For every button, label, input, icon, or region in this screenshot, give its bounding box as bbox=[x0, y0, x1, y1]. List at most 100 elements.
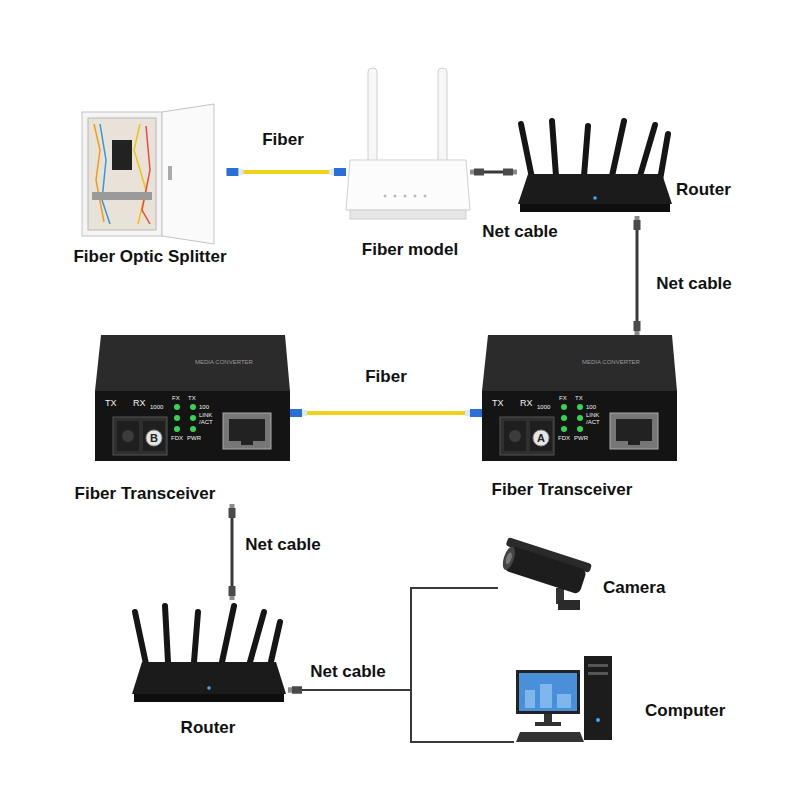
transceiver-a-part bbox=[482, 391, 677, 461]
cable-line bbox=[636, 216, 639, 335]
net-cable bbox=[470, 172, 517, 173]
transceiver-a-part bbox=[628, 439, 640, 445]
computer-part bbox=[516, 732, 584, 742]
transceiver-a-part bbox=[577, 404, 583, 410]
transceiver-b-part bbox=[143, 421, 165, 451]
router-bottom-part bbox=[250, 612, 264, 662]
splitter-cabinet-part bbox=[112, 140, 132, 170]
cable-label: Fiber bbox=[260, 130, 306, 150]
panel-print: PWR bbox=[187, 435, 201, 441]
panel-print: TX bbox=[492, 399, 504, 408]
device-node: Fiber Transceiver bbox=[75, 335, 290, 504]
transceiver-b-part bbox=[174, 415, 180, 421]
splitter-cabinet-part bbox=[82, 112, 162, 236]
computer-part bbox=[596, 718, 600, 722]
splitter-cabinet-part bbox=[168, 166, 172, 180]
router-bottom-part bbox=[207, 686, 211, 690]
camera bbox=[498, 537, 592, 610]
fiber-modem-part bbox=[414, 195, 417, 198]
router-bottom-part bbox=[132, 662, 286, 694]
computer-part bbox=[584, 656, 612, 740]
fiber-modem-part bbox=[368, 68, 377, 168]
panel-print: FDX bbox=[558, 435, 570, 441]
net-cable bbox=[288, 690, 514, 742]
panel-print: PWR bbox=[574, 435, 588, 441]
transceiver-a-part bbox=[500, 417, 554, 455]
router-bottom-part bbox=[270, 622, 280, 666]
transceiver-b-part bbox=[146, 430, 162, 446]
computer-part bbox=[525, 690, 535, 708]
panel-print: TX bbox=[105, 399, 117, 408]
transceiver-b-part bbox=[95, 335, 290, 391]
cable-line bbox=[288, 690, 514, 742]
computer-part bbox=[540, 684, 552, 708]
computer-part bbox=[535, 722, 561, 726]
panel-print: FX bbox=[172, 395, 180, 401]
panel-print: RX bbox=[133, 399, 146, 408]
device-node: Computer bbox=[514, 655, 725, 747]
device-label: Fiber Transceiver bbox=[492, 480, 633, 500]
transceiver-a-part bbox=[482, 335, 677, 391]
router-bottom-part bbox=[222, 606, 234, 662]
port-letter: B bbox=[146, 430, 162, 446]
fiber-modem-part bbox=[384, 195, 387, 198]
splitter-cabinet-part bbox=[162, 104, 214, 244]
net-cable bbox=[637, 216, 638, 335]
cable-plug bbox=[229, 586, 236, 596]
transceiver-a-part bbox=[616, 419, 652, 441]
fiber-modem-part bbox=[350, 210, 466, 219]
computer-part bbox=[557, 694, 571, 708]
cable-plug bbox=[634, 321, 641, 331]
cable-plug bbox=[635, 331, 640, 335]
transceiver-b-part bbox=[190, 426, 196, 432]
transceiver-a-part bbox=[561, 426, 567, 432]
device-label: Router bbox=[181, 718, 236, 738]
cable-plug bbox=[302, 410, 307, 416]
panel-print: LINK /ACT bbox=[199, 412, 213, 426]
panel-print: TX bbox=[188, 395, 196, 401]
cable-plug bbox=[230, 504, 235, 508]
cable-plug bbox=[470, 409, 482, 417]
cable-plug bbox=[635, 216, 640, 220]
splitter-cabinet-part bbox=[88, 118, 156, 230]
fiber-modem-part bbox=[346, 160, 470, 210]
cable-line bbox=[470, 171, 517, 174]
device-node: Fiber Optic Splitter bbox=[73, 108, 226, 267]
cable-plug bbox=[290, 409, 302, 417]
cable-label: Net cable bbox=[654, 274, 734, 294]
cable-plug bbox=[334, 168, 346, 176]
device-node: Router bbox=[130, 600, 288, 738]
router-top-part bbox=[521, 124, 532, 178]
cable-plug bbox=[229, 508, 236, 518]
transceiver-a-part bbox=[561, 415, 567, 421]
router-top-part bbox=[660, 134, 668, 180]
transceiver-a-part bbox=[610, 413, 658, 449]
splitter-cabinet bbox=[82, 104, 214, 244]
computer-part bbox=[588, 664, 608, 667]
cable-plug bbox=[470, 170, 474, 175]
fiber-modem-part bbox=[438, 68, 447, 168]
device-label: Fiber Optic Splitter bbox=[73, 247, 226, 267]
cable-line bbox=[290, 411, 482, 415]
cable-plug bbox=[288, 688, 292, 693]
cable-line bbox=[231, 504, 234, 600]
fiber-cable bbox=[227, 172, 346, 173]
panel-print: FDX bbox=[171, 435, 183, 441]
router-top-part bbox=[593, 196, 597, 200]
splitter-cabinet-part bbox=[92, 192, 152, 200]
router-top bbox=[518, 121, 672, 212]
router-bottom-part bbox=[134, 694, 284, 702]
transceiver-b-part bbox=[174, 426, 180, 432]
port-letter: A bbox=[533, 430, 549, 446]
cable-label: Net cable bbox=[480, 222, 560, 242]
device-label: Computer bbox=[645, 701, 725, 721]
router-bottom-part bbox=[135, 612, 146, 664]
router-top-part bbox=[612, 121, 624, 176]
panel-print: LINK /ACT bbox=[586, 412, 600, 426]
device-node: Camera bbox=[498, 546, 665, 612]
router-bottom-part bbox=[194, 612, 198, 662]
transceiver-a-part bbox=[509, 430, 521, 442]
transceiver-a-part bbox=[577, 426, 583, 432]
